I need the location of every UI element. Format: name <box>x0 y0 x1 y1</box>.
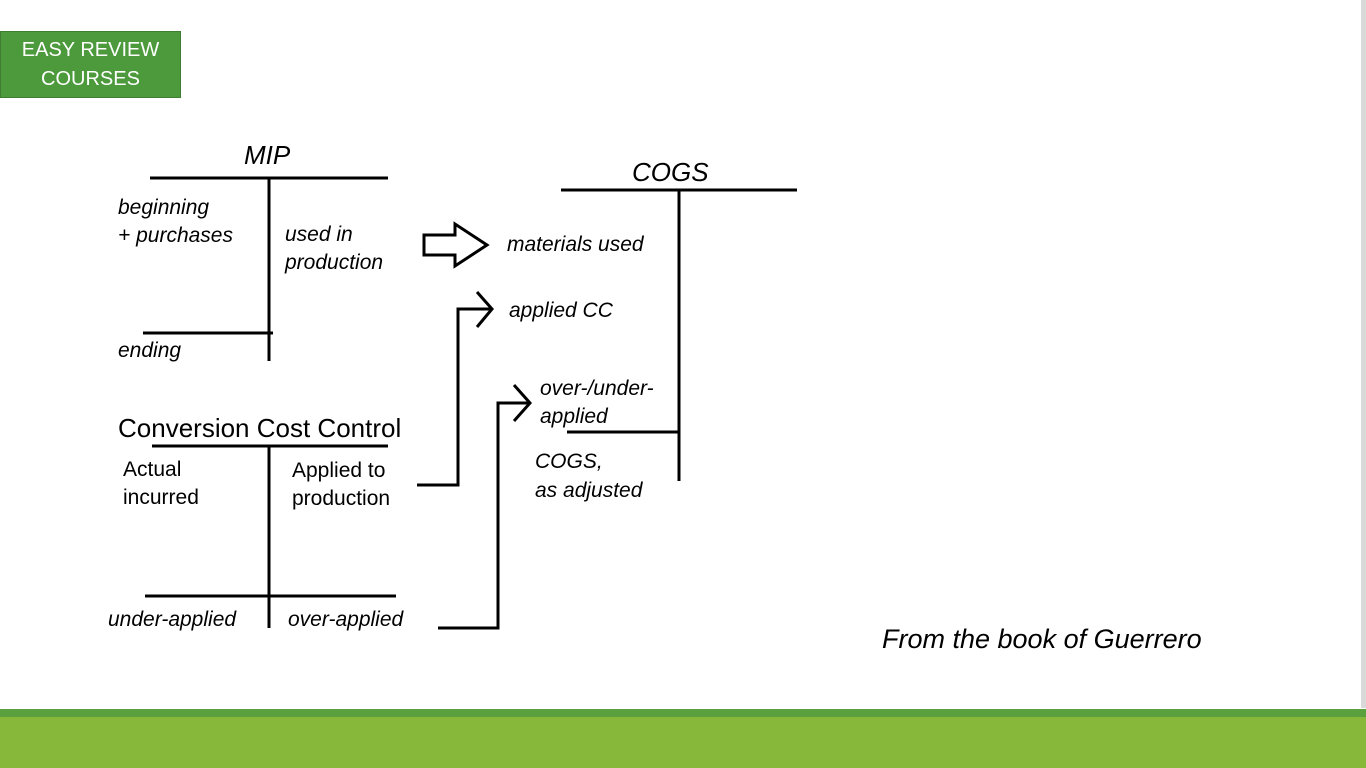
connector-over-applied <box>438 401 530 630</box>
ccc-debit-balance: under-applied <box>108 608 237 631</box>
arrowhead-over-applied-icon <box>512 384 533 422</box>
source-credit: From the book of Guerrero <box>882 624 1202 654</box>
cogs-entry-materials-used: materials used <box>507 233 645 256</box>
t-account-diagram: MIP beginning + purchases used in produc… <box>108 140 797 631</box>
ccc-credit-line2: production <box>292 487 390 510</box>
cogs-title: COGS <box>632 157 709 187</box>
cogs-entry-over-under-1: over-/under- <box>540 377 654 400</box>
arrowhead-applied-cc-icon <box>475 291 494 328</box>
mip-debit-line1: beginning <box>118 196 209 219</box>
footer-band-fill <box>0 717 1366 768</box>
mip-credit-line1: used in <box>285 223 353 246</box>
cogs-balance-line2: as adjusted <box>535 479 644 502</box>
block-arrow-icon <box>422 221 490 269</box>
scrollbar[interactable] <box>1361 0 1366 708</box>
mip-title: MIP <box>244 140 291 170</box>
mip-debit-line2: + purchases <box>118 224 233 247</box>
ccc-credit-balance: over-applied <box>288 608 405 631</box>
connector-applied-cc <box>417 307 490 487</box>
cogs-entry-over-under-2: applied <box>540 405 609 428</box>
brand-logo-line1: EASY REVIEW <box>21 38 160 61</box>
ccc-debit-line2: incurred <box>123 486 199 509</box>
footer-band <box>0 709 1366 768</box>
brand-logo-line2: COURSES <box>41 67 140 90</box>
mip-balance-label: ending <box>118 339 181 362</box>
ccc-title: Conversion Cost Control <box>118 413 401 443</box>
brand-logo: EASY REVIEW COURSES <box>0 31 181 98</box>
mip-credit-line2: production <box>284 251 383 274</box>
footer-band-top <box>0 709 1366 717</box>
ccc-debit-line1: Actual <box>123 458 181 481</box>
cogs-entry-applied-cc: applied CC <box>509 299 614 322</box>
cogs-balance-line1: COGS, <box>535 450 603 473</box>
ccc-credit-line1: Applied to <box>292 459 385 482</box>
